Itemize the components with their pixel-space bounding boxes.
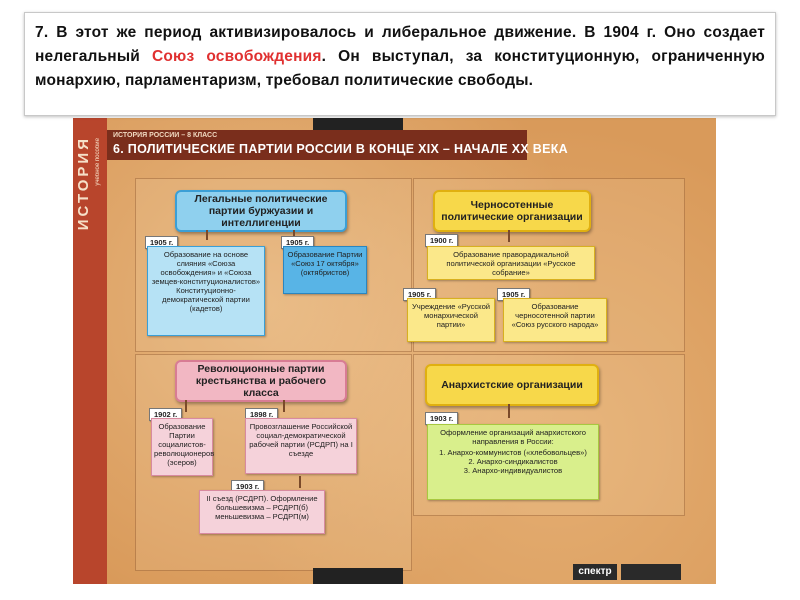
paragraph-start: 7. В этот же период активизировалось и л…: [35, 24, 765, 65]
poster-bottom-card: [313, 568, 403, 584]
political-parties-poster: ИСТОРИЯ учебное пособие ИСТОРИЯ РОССИИ –…: [73, 118, 716, 584]
publisher-logo-extra: [621, 564, 681, 580]
russian-assembly-card: Образование праворадикальной политическо…: [427, 246, 595, 280]
arrow: [508, 404, 510, 418]
poster-side-subtitle: учебное пособие: [95, 138, 101, 186]
anarchist-card-title: Оформление организаций анархистского нап…: [440, 428, 586, 446]
paragraph-end: . Он выступал, за конституционную, огран…: [35, 48, 765, 89]
anarchist-card-list: 1. Анархо-коммунистов («хлебовольцев») 2…: [439, 448, 587, 475]
arrow: [508, 230, 510, 242]
poster-title-band: [107, 130, 527, 160]
blackhundred-year-2: 1905 г.: [403, 288, 437, 301]
arrow: [293, 230, 295, 240]
rsdrp-card: Провозглашение Российской социал-демокра…: [245, 418, 357, 474]
legal-parties-header: Легальные политические партии буржуазии …: [175, 190, 347, 232]
monarchist-party-card: Учреждение «Русской монархической партии…: [407, 298, 495, 342]
anarchist-header: Анархистские организации: [425, 364, 599, 406]
slide-paragraph: 7. В этот же период активизировалось и л…: [35, 21, 765, 93]
slide-text-box: 7. В этот же период активизировалось и л…: [24, 12, 776, 116]
arrow: [206, 230, 208, 240]
poster-series-label: ИСТОРИЯ РОССИИ – 8 КЛАСС: [113, 132, 218, 139]
revolutionary-header: Революционные партии крестьянства и рабо…: [175, 360, 347, 402]
arrow: [283, 400, 285, 412]
anarchist-card: Оформление организаций анархистского нап…: [427, 424, 599, 500]
highlight-union-of-liberation: Союз освобождения: [151, 48, 322, 65]
union-russian-people-card: Образование черносотенной партии «Союз р…: [503, 298, 607, 342]
poster-title: 6. ПОЛИТИЧЕСКИЕ ПАРТИИ РОССИИ В КОНЦЕ XI…: [113, 142, 568, 156]
legal-cadets-card: Образование на основе слияния «Союза осв…: [147, 246, 265, 336]
blackhundred-header: Черносотенные политические организации: [433, 190, 591, 232]
arrow: [185, 400, 187, 412]
second-congress-card: II съезд (РСДРП). Оформление большевизма…: [199, 490, 325, 534]
poster-side-band: ИСТОРИЯ учебное пособие: [73, 118, 107, 584]
arrow: [299, 476, 301, 488]
legal-octobrists-card: Образование Партии «Союз 17 октября» (ок…: [283, 246, 367, 294]
publisher-logo: спектр: [573, 564, 617, 580]
socialist-revolutionaries-card: Образование Партии социалистов-революцио…: [151, 418, 214, 476]
